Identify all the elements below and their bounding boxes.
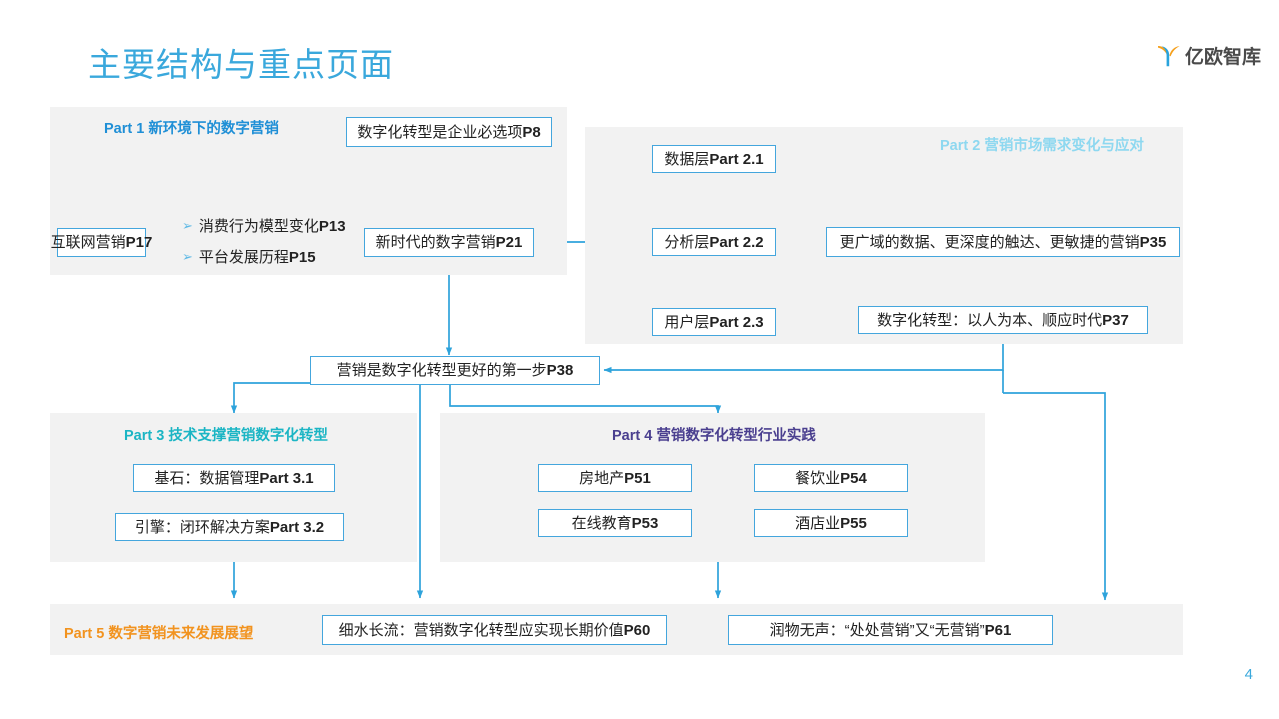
part4-heading: Part 4 营销数字化转型行业实践 xyxy=(612,428,816,444)
bullet-item-0[interactable]: ➢ 消费行为模型变化P13 xyxy=(182,215,346,236)
node-part-3-1[interactable]: 基石：数据管理 Part 3.1 xyxy=(133,464,335,492)
part5-heading: Part 5 数字营销未来发展展望 xyxy=(64,626,254,642)
page-number: 4 xyxy=(1244,666,1253,683)
bullet-item-1[interactable]: ➢ 平台发展历程P15 xyxy=(182,246,316,267)
bullet-label: 平台发展历程P15 xyxy=(198,249,316,266)
part3-heading: Part 3 技术支撑营销数字化转型 xyxy=(124,428,328,444)
bullet-label: 消费行为模型变化P13 xyxy=(198,218,346,235)
yiou-y-mark-icon xyxy=(1157,45,1180,66)
chevron-right-icon: ➢ xyxy=(182,249,193,264)
part2-heading: Part 2 营销市场需求变化与应对 xyxy=(940,138,1144,154)
node-part-2-1[interactable]: 数据层 Part 2.1 xyxy=(652,145,776,173)
brand-logo: 亿欧智库 xyxy=(1156,42,1261,69)
node-part-3-2[interactable]: 引擎：闭环解决方案 Part 3.2 xyxy=(115,513,344,541)
part1-heading: Part 1 新环境下的数字营销 xyxy=(104,121,279,137)
node-part-2-3[interactable]: 用户层 Part 2.3 xyxy=(652,308,776,336)
logo-text: 亿欧智库 xyxy=(1184,47,1261,68)
page-title: 主要结构与重点页面 xyxy=(88,46,394,83)
chevron-right-icon: ➢ xyxy=(182,218,193,233)
node-part-2-2[interactable]: 分析层 Part 2.2 xyxy=(652,228,776,256)
node-p61[interactable]: 润物无声：“处处营销”又“无营销” P61 xyxy=(728,615,1053,645)
